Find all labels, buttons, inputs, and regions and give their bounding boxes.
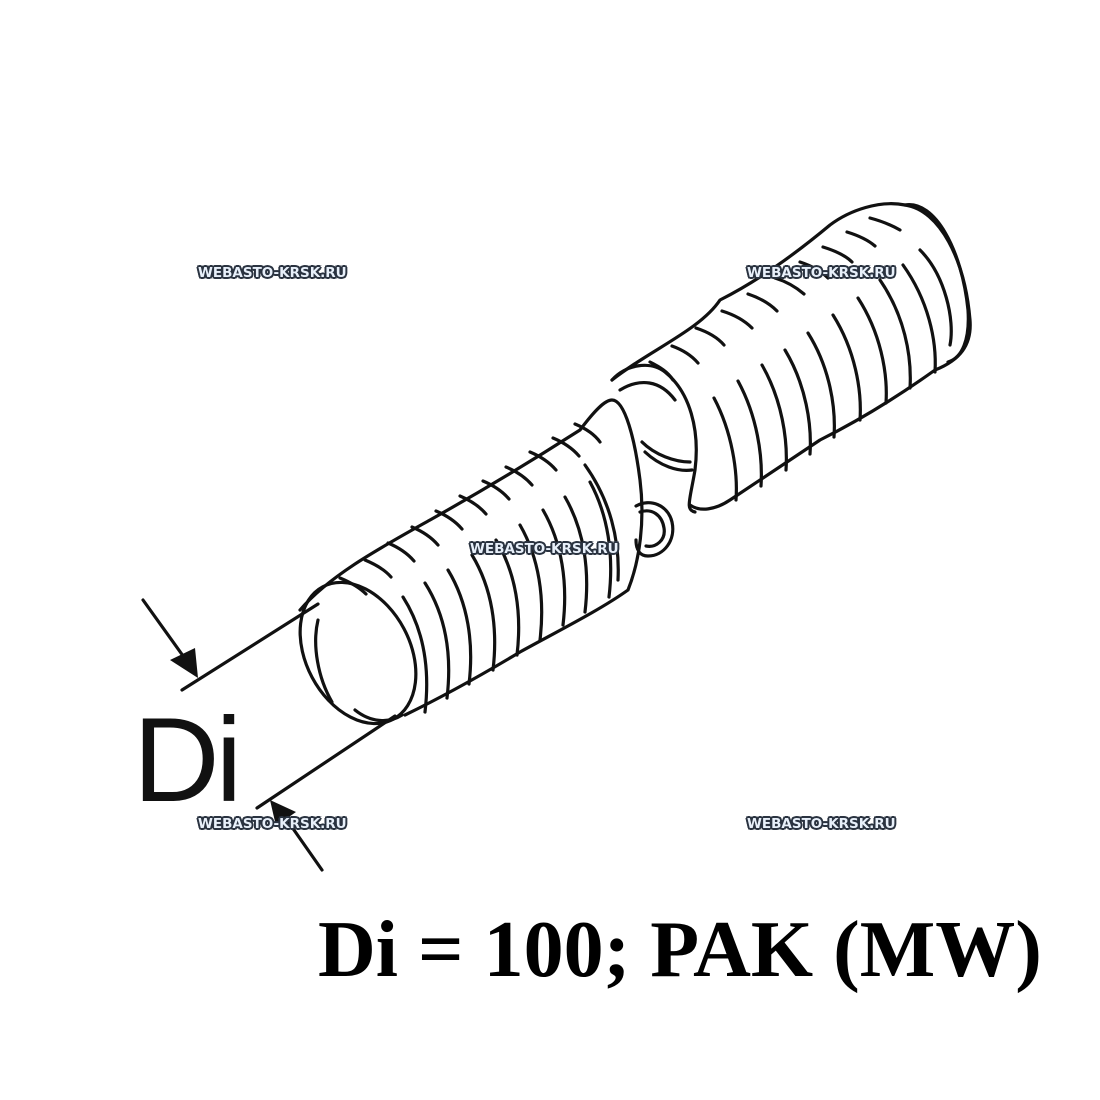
watermark: WEBASTO-KRSK.RU — [198, 265, 347, 281]
lower-hose-section — [298, 398, 644, 726]
upper-hose-section — [610, 202, 972, 514]
dimension-di — [141, 598, 397, 872]
clamp-connector — [634, 501, 675, 558]
arrowhead-top-icon — [170, 648, 198, 678]
spec-caption: Di = 100; PAK (MW) — [318, 906, 1042, 994]
watermark: WEBASTO-KRSK.RU — [470, 541, 619, 557]
watermark: WEBASTO-KRSK.RU — [747, 265, 896, 281]
dimension-label: Di — [133, 693, 242, 827]
watermark: WEBASTO-KRSK.RU — [198, 816, 347, 832]
watermark: WEBASTO-KRSK.RU — [747, 816, 896, 832]
arrowhead-bottom-icon — [270, 800, 296, 826]
